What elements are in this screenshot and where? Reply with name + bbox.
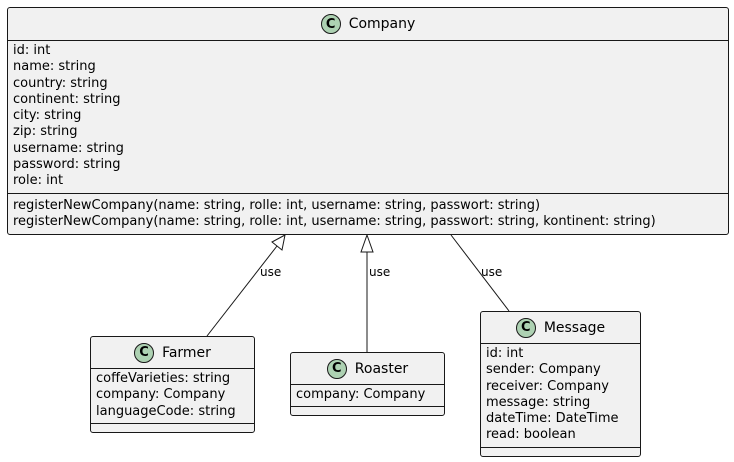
edge-label-message: use: [481, 265, 503, 279]
attribute: city: string: [13, 108, 82, 124]
attribute: languageCode: string: [96, 403, 236, 419]
class-company-name: Company: [348, 16, 416, 32]
attribute: dateTime: DateTime: [486, 411, 619, 427]
inheritance-arrowhead-roaster: [360, 233, 374, 253]
attribute: role: int: [13, 173, 64, 189]
class-roaster-attributes: company: Company: [291, 385, 444, 408]
class-badge-icon: C: [326, 358, 347, 379]
class-roaster-header: C Roaster: [291, 353, 444, 385]
attribute: country: string: [13, 75, 108, 91]
edge-label-farmer: use: [260, 265, 282, 279]
class-roaster-methods: [291, 407, 444, 411]
edge-label-roaster: use: [369, 265, 391, 279]
method: registerNewCompany(name: string, rolle: …: [13, 213, 656, 229]
class-message-attributes: id: int sender: Company receiver: Compan…: [481, 344, 640, 448]
attribute: id: int: [13, 43, 51, 58]
class-roaster[interactable]: C Roaster company: Company: [290, 352, 445, 416]
class-farmer-attributes: coffeVarieties: string company: Company …: [91, 369, 254, 424]
method: registerNewCompany(name: string, rolle: …: [13, 197, 541, 213]
class-farmer-name: Farmer: [162, 344, 211, 361]
class-message-header: C Message: [481, 312, 640, 344]
class-farmer[interactable]: C Farmer coffeVarieties: string company:…: [90, 336, 255, 433]
class-message-methods: [481, 448, 640, 452]
attribute: company: Company: [296, 387, 426, 402]
attribute: company: Company: [96, 387, 226, 403]
class-company-attributes: id: int name: string country: string con…: [8, 41, 728, 194]
class-badge-icon: C: [320, 14, 341, 34]
class-company-methods: registerNewCompany(name: string, rolle: …: [8, 194, 728, 234]
inheritance-arrowhead-farmer: [271, 234, 286, 251]
attribute: password: string: [13, 157, 121, 173]
attribute: id: int: [486, 346, 524, 361]
attribute: username: string: [13, 140, 124, 156]
class-badge-icon: C: [134, 342, 155, 363]
class-roaster-name: Roaster: [354, 360, 409, 377]
attribute: zip: string: [13, 124, 78, 140]
class-company[interactable]: C Company id: int name: string country: …: [7, 7, 729, 235]
attribute: name: string: [13, 59, 96, 75]
attribute: read: boolean: [486, 427, 576, 443]
edge-farmer-company: [206, 245, 278, 337]
attribute: message: string: [486, 394, 591, 410]
class-badge-icon: C: [515, 317, 536, 338]
edge-message-company: [450, 234, 510, 312]
class-message[interactable]: C Message id: int sender: Company receiv…: [480, 311, 641, 457]
class-farmer-methods: [91, 424, 254, 428]
attribute: coffeVarieties: string: [96, 371, 231, 386]
attribute: sender: Company: [486, 362, 601, 378]
class-message-name: Message: [543, 319, 606, 336]
class-farmer-header: C Farmer: [91, 337, 254, 369]
attribute: continent: string: [13, 91, 121, 107]
class-company-header: C Company: [8, 8, 728, 41]
attribute: receiver: Company: [486, 378, 609, 394]
